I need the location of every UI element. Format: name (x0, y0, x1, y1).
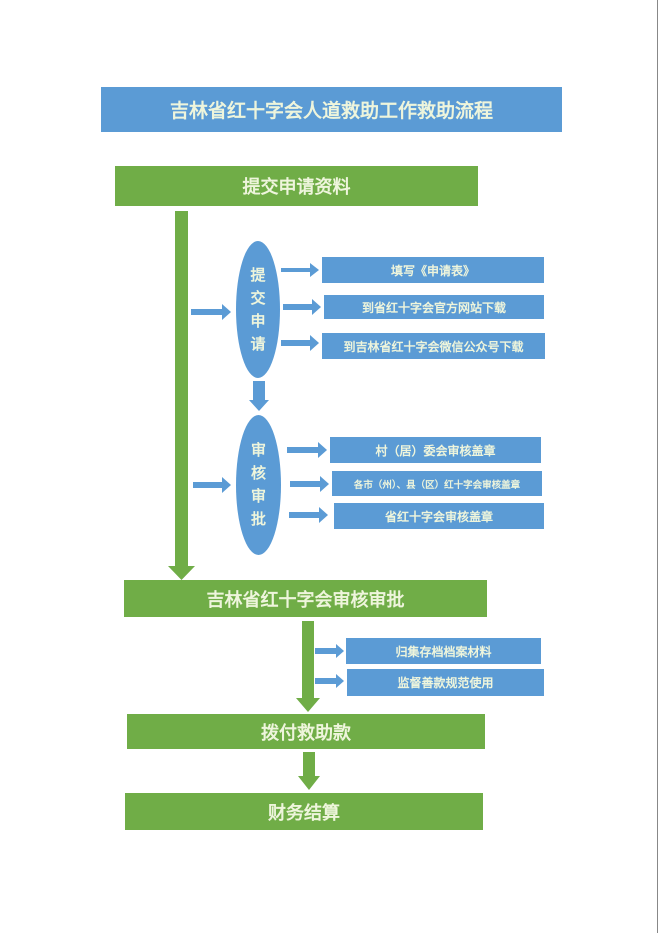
step-disburse: 拨付救助款 (127, 714, 485, 749)
arrow-to-apply (191, 304, 231, 320)
review-item: 省红十字会审核盖章 (334, 503, 544, 529)
main-arrow-1 (168, 211, 195, 580)
review-char: 批 (250, 510, 266, 528)
main-arrow-2 (296, 621, 320, 712)
chart-title: 吉林省红十字会人道救助工作救助流程 (101, 87, 562, 132)
review-ellipse: 审核审批 (236, 415, 281, 555)
step-settlement: 财务结算 (125, 793, 483, 830)
review-item: 各市（州）、县（区）红十字会审核盖章 (332, 471, 542, 496)
apply-ellipse: 提交申请 (236, 241, 280, 378)
apply-char: 交 (250, 288, 266, 307)
review-char: 审 (250, 441, 266, 459)
page-border (657, 0, 658, 933)
province-item: 监督善款规范使用 (347, 669, 544, 696)
apply-item: 到省红十字会官方网站下载 (324, 295, 544, 319)
apply-char: 请 (250, 334, 266, 353)
arrow-apply-review (249, 381, 269, 411)
province-item: 归集存档档案材料 (346, 638, 541, 664)
review-item: 村（居）委会审核盖章 (330, 437, 541, 463)
apply-item: 填写《申请表》 (322, 257, 544, 283)
arrow-to-review (193, 477, 231, 493)
step-submit: 提交申请资料 (115, 166, 478, 206)
review-char: 审 (250, 487, 266, 505)
apply-char: 申 (250, 311, 266, 330)
review-char: 核 (250, 464, 266, 482)
main-arrow-3 (298, 752, 320, 790)
apply-char: 提 (250, 265, 266, 284)
step-province-review: 吉林省红十字会审核审批 (124, 580, 487, 617)
apply-item: 到吉林省红十字会微信公众号下载 (322, 333, 545, 359)
